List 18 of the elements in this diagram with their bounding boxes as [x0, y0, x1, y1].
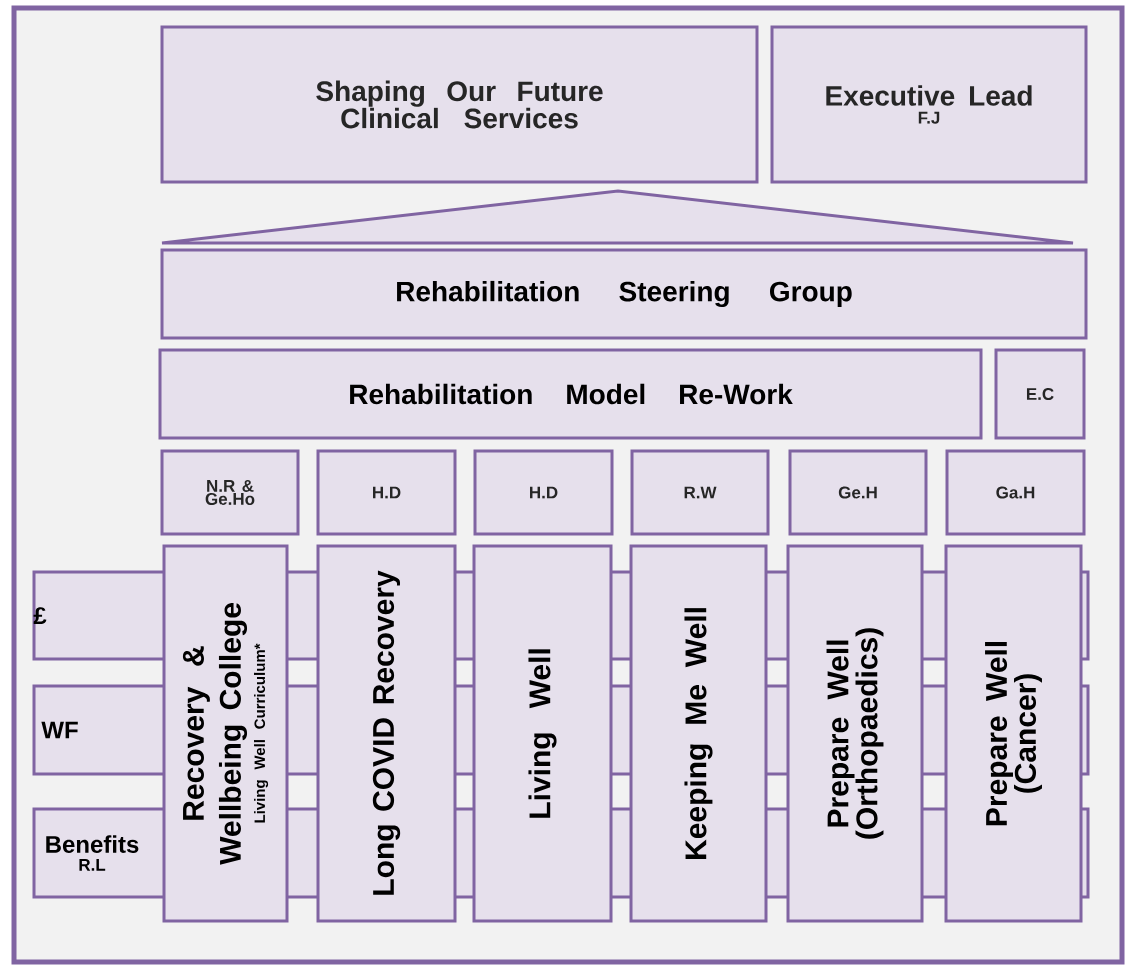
- title-box: Shaping Our Future Clinical Services: [160, 25, 759, 184]
- lead-box: Ge.H: [788, 449, 928, 536]
- lead-box: Ga.H: [945, 449, 1086, 536]
- workstream-column: Recovery & Wellbeing College Living Well Curriculum*: [162, 544, 289, 923]
- lead-box: R.W: [630, 449, 770, 536]
- lead-box: H.D: [473, 449, 614, 536]
- lead-box: N.R & Ge.Ho: [160, 449, 300, 536]
- workstream-column: Keeping Me Well: [629, 544, 768, 923]
- group-box: Rehabilitation Steering Group: [160, 248, 1088, 340]
- lead-box: H.D: [316, 449, 457, 536]
- group-box: Rehabilitation Model Re-Work: [158, 348, 983, 440]
- workstream-column: Prepare Well (Cancer): [944, 544, 1083, 923]
- workstream-column: Prepare Well (Orthopaedics): [786, 544, 924, 923]
- lead-box: E.C: [994, 348, 1086, 440]
- workstream-column: Long COVID Recovery: [316, 544, 457, 923]
- roof-triangle: [160, 189, 1075, 245]
- workstream-column: Living Well: [472, 544, 613, 923]
- title-box: Executive Lead F.J: [770, 25, 1088, 184]
